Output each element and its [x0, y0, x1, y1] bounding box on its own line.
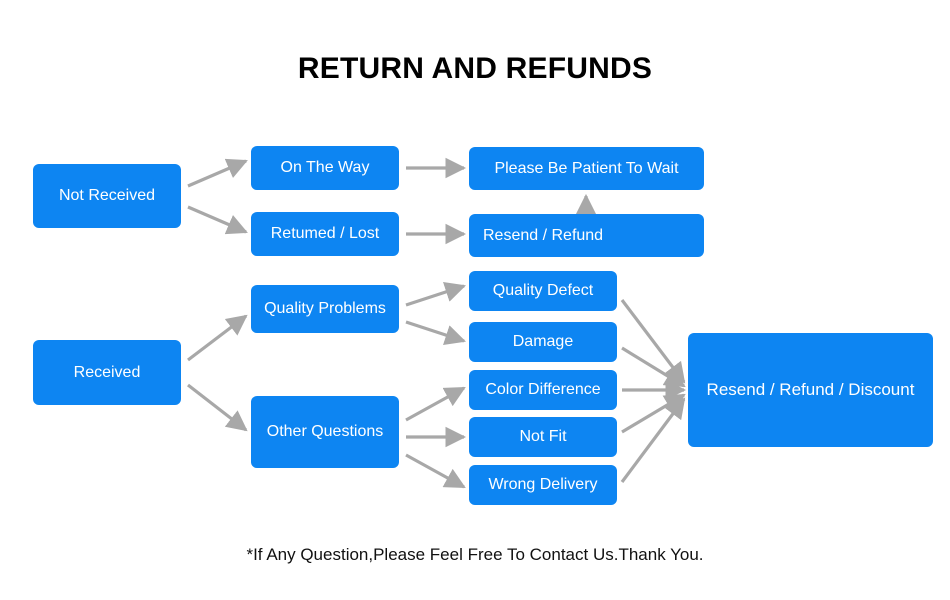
arrow-not-fit-to-resend-refund-discount: [621, 393, 686, 434]
arrow-quality-problems-to-quality-defect: [405, 281, 466, 307]
page-title: RETURN AND REFUNDS: [297, 52, 653, 85]
arrow-other-questions-to-wrong-delivery: [405, 453, 466, 489]
arrow-damage-to-resend-refund-discount: [621, 346, 686, 388]
node-color-difference[interactable]: Color Difference: [469, 370, 617, 410]
footer-note: *If Any Question,Please Feel Free To Con…: [246, 545, 704, 564]
arrow-not-received-to-returned-lost: [187, 205, 248, 235]
node-on-the-way[interactable]: On The Way: [251, 146, 399, 190]
node-other-questions[interactable]: Other Questions: [251, 396, 399, 468]
node-quality-problems[interactable]: Quality Problems: [251, 285, 399, 333]
arrow-not-received-to-on-the-way: [187, 158, 248, 188]
arrow-quality-defect-to-resend-refund-discount: [620, 299, 686, 384]
node-returned-lost[interactable]: Retumed / Lost: [251, 212, 399, 256]
arrow-received-to-quality-problems: [187, 314, 248, 362]
node-not-fit[interactable]: Not Fit: [469, 417, 617, 457]
node-wrong-delivery[interactable]: Wrong Delivery: [469, 465, 617, 505]
arrow-quality-problems-to-damage: [405, 320, 466, 346]
node-please-be-patient-to-wait[interactable]: Please Be Patient To Wait: [469, 147, 704, 190]
node-quality-defect[interactable]: Quality Defect: [469, 271, 617, 311]
node-resend-refund-discount[interactable]: Resend / Refund / Discount: [688, 333, 933, 447]
node-not-received[interactable]: Not Received: [33, 164, 181, 228]
node-resend-refund[interactable]: Resend / Refund: [469, 214, 704, 257]
arrow-wrong-delivery-to-resend-refund-discount: [620, 397, 686, 483]
arrow-received-to-other-questions: [187, 383, 248, 432]
node-damage[interactable]: Damage: [469, 322, 617, 362]
node-received[interactable]: Received: [33, 340, 181, 405]
arrow-other-questions-to-color-difference: [405, 386, 466, 422]
